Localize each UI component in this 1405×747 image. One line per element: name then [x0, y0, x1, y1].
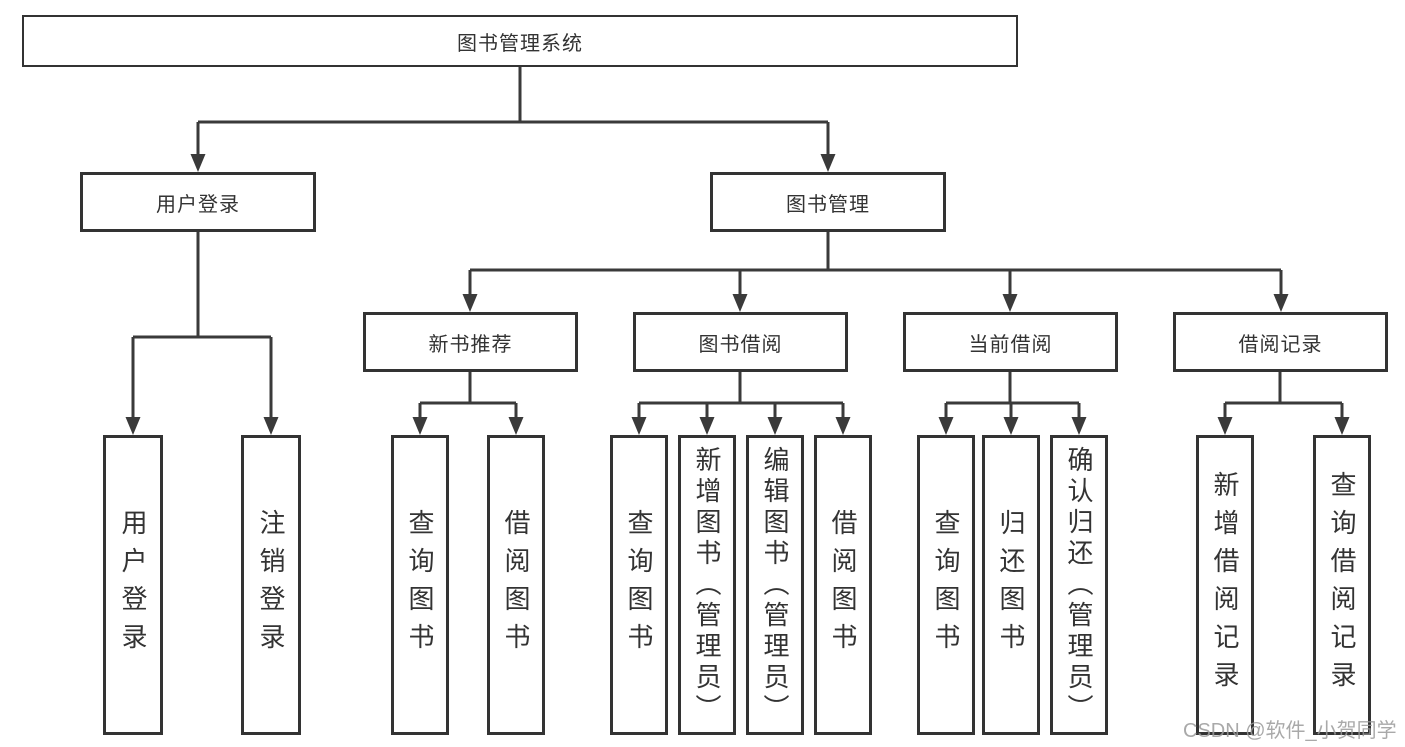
node-label: 编辑图书（管理员）	[760, 445, 790, 725]
connector-new-book-to-leaves	[412, 372, 524, 435]
leaf-cb-confirm-return-admin: 确认归还（管理员）	[1050, 435, 1108, 735]
connector-current-borrow-to-leaves	[938, 372, 1087, 435]
leaf-logout: 注销登录	[241, 435, 301, 735]
connector-root-to-level2	[190, 67, 836, 172]
node-label: 用户登录	[156, 193, 240, 216]
arrowhead-icon	[1071, 417, 1087, 435]
arrowhead-icon	[699, 417, 715, 435]
leaf-cb-query-books: 查询图书	[917, 435, 975, 735]
node-new-book-recommend: 新书推荐	[363, 312, 578, 372]
leaf-bb-edit-books-admin: 编辑图书（管理员）	[746, 435, 804, 735]
node-label: 新增借阅记录	[1210, 471, 1240, 699]
leaf-user-login: 用户登录	[103, 435, 163, 735]
node-label: 借阅记录	[1238, 333, 1323, 356]
connector-book-mgmt-to-level3	[462, 232, 1289, 312]
arrowhead-icon	[732, 294, 748, 312]
leaf-nb-borrow-books: 借阅图书	[487, 435, 545, 735]
leaf-bb-add-books-admin: 新增图书（管理员）	[678, 435, 736, 735]
node-label: 借阅图书	[501, 509, 531, 661]
node-label: 图书管理	[786, 193, 870, 216]
connector-user-login-to-leaves	[125, 232, 279, 435]
node-label: 当前借阅	[968, 333, 1053, 356]
node-label: 查询图书	[931, 509, 961, 661]
arrowhead-icon	[835, 417, 851, 435]
arrowhead-icon	[1334, 417, 1350, 435]
arrowhead-icon	[1273, 294, 1289, 312]
leaf-br-query-record: 查询借阅记录	[1313, 435, 1371, 735]
arrowhead-icon	[1003, 417, 1019, 435]
node-borrowing-records: 借阅记录	[1173, 312, 1388, 372]
leaf-nb-query-books: 查询图书	[391, 435, 449, 735]
connector-borrow-records-to-leaves	[1217, 372, 1350, 435]
leaf-cb-return-books: 归还图书	[982, 435, 1040, 735]
node-user-login: 用户登录	[80, 172, 316, 232]
arrowhead-icon	[412, 417, 428, 435]
arrowhead-icon	[462, 294, 478, 312]
node-label: 查询图书	[405, 509, 435, 661]
node-label: 新增图书（管理员）	[692, 445, 722, 725]
watermark: CSDN @软件_小贺同学	[1183, 720, 1397, 742]
arrowhead-icon	[263, 417, 279, 435]
node-label: 图书管理系统	[457, 32, 583, 55]
arrowhead-icon	[820, 154, 836, 172]
leaf-bb-borrow-books: 借阅图书	[814, 435, 872, 735]
node-current-borrowing: 当前借阅	[903, 312, 1118, 372]
arrowhead-icon	[767, 417, 783, 435]
node-label: 用户登录	[118, 509, 148, 661]
node-library-system: 图书管理系统	[22, 15, 1018, 67]
connector-book-borrow-to-leaves	[631, 372, 851, 435]
arrowhead-icon	[1002, 294, 1018, 312]
node-label: 借阅图书	[828, 509, 858, 661]
arrowhead-icon	[938, 417, 954, 435]
node-label: 注销登录	[256, 509, 286, 661]
arrowhead-icon	[508, 417, 524, 435]
leaf-bb-query-books: 查询图书	[610, 435, 668, 735]
arrowhead-icon	[125, 417, 141, 435]
node-label: 归还图书	[996, 509, 1026, 661]
node-label: 确认归还（管理员）	[1064, 445, 1094, 725]
leaf-br-add-record: 新增借阅记录	[1196, 435, 1254, 735]
node-label: 查询借阅记录	[1327, 471, 1357, 699]
node-label: 查询图书	[624, 509, 654, 661]
node-label: 新书推荐	[428, 333, 513, 356]
arrowhead-icon	[190, 154, 206, 172]
arrowhead-icon	[1217, 417, 1233, 435]
node-book-management: 图书管理	[710, 172, 946, 232]
arrowhead-icon	[631, 417, 647, 435]
node-label: 图书借阅	[698, 333, 783, 356]
node-book-borrowing: 图书借阅	[633, 312, 848, 372]
